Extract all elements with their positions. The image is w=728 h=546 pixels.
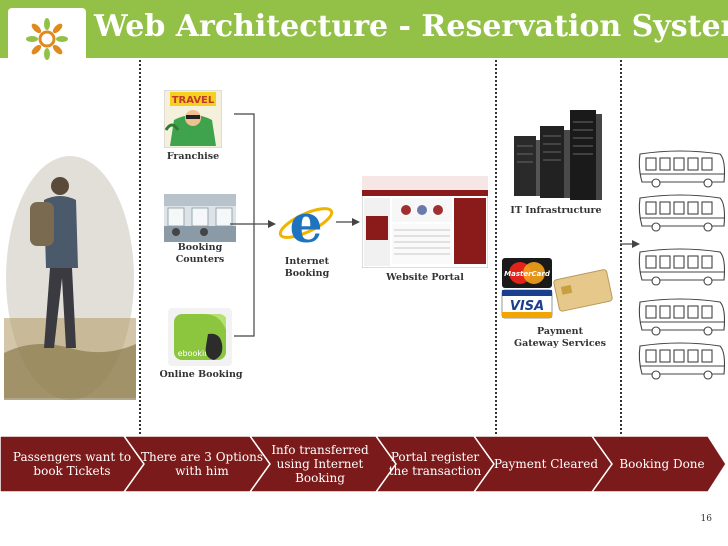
franchise-label: Franchise (166, 151, 220, 162)
traveler-image (4, 156, 136, 400)
bracket-connector (230, 113, 276, 337)
logo (8, 8, 86, 70)
process-flow: Passengers want to book Tickets There ar… (0, 436, 728, 492)
page-number: 16 (700, 514, 712, 524)
sun-logo-icon (26, 18, 68, 60)
website-portal-image (362, 176, 488, 268)
flow-step-2: There are 3 Options with him (140, 450, 264, 478)
separator-line (139, 60, 141, 434)
separator-line (620, 60, 622, 434)
it-infrastructure-label: IT Infrastructure (510, 205, 602, 216)
travel-sign-text: TRAVEL (172, 95, 215, 106)
flow-step-6: Booking Done (619, 457, 705, 471)
booking-counters-image (164, 194, 236, 242)
page-title: Web Architecture - Reservation System (94, 9, 728, 44)
payment-cards-image: MasterCard VISA (501, 258, 613, 319)
flow-chevron (375, 436, 495, 492)
arrow-icon (336, 218, 360, 226)
title-bar (0, 0, 728, 58)
servers-image (514, 110, 602, 200)
flow-step-4: Portal register the transaction (388, 450, 482, 478)
online-booking-label: Online Booking (159, 369, 243, 380)
internet-explorer-icon: e (278, 196, 334, 250)
mastercard-text: MasterCard (504, 270, 551, 278)
flow-step-5: Payment Cleared (493, 457, 599, 471)
flow-chevrons (0, 436, 727, 492)
flow-step-3: Info transferred using Internet Booking (271, 443, 369, 485)
visa-text: VISA (510, 299, 544, 314)
flow-chevron (249, 436, 397, 492)
flow-chevron (591, 436, 727, 492)
svg-text:e: e (289, 196, 322, 250)
franchise-image: TRAVEL (164, 90, 222, 148)
flow-step-1: Passengers want to book Tickets (12, 450, 132, 478)
flow-chevron (123, 436, 271, 492)
ebooking-text: ebooking (178, 349, 215, 358)
arrow-icon (620, 240, 640, 248)
booking-counters-label: Booking Counters (175, 242, 225, 265)
website-portal-label: Website Portal (386, 272, 464, 283)
online-booking-image: ebooking (168, 308, 232, 366)
payment-gateway-label: Payment Gateway Services (513, 326, 607, 349)
separator-line (495, 60, 497, 434)
internet-booking-label: Internet Booking (284, 256, 330, 279)
flow-chevron (473, 436, 613, 492)
buses-image (638, 150, 726, 380)
